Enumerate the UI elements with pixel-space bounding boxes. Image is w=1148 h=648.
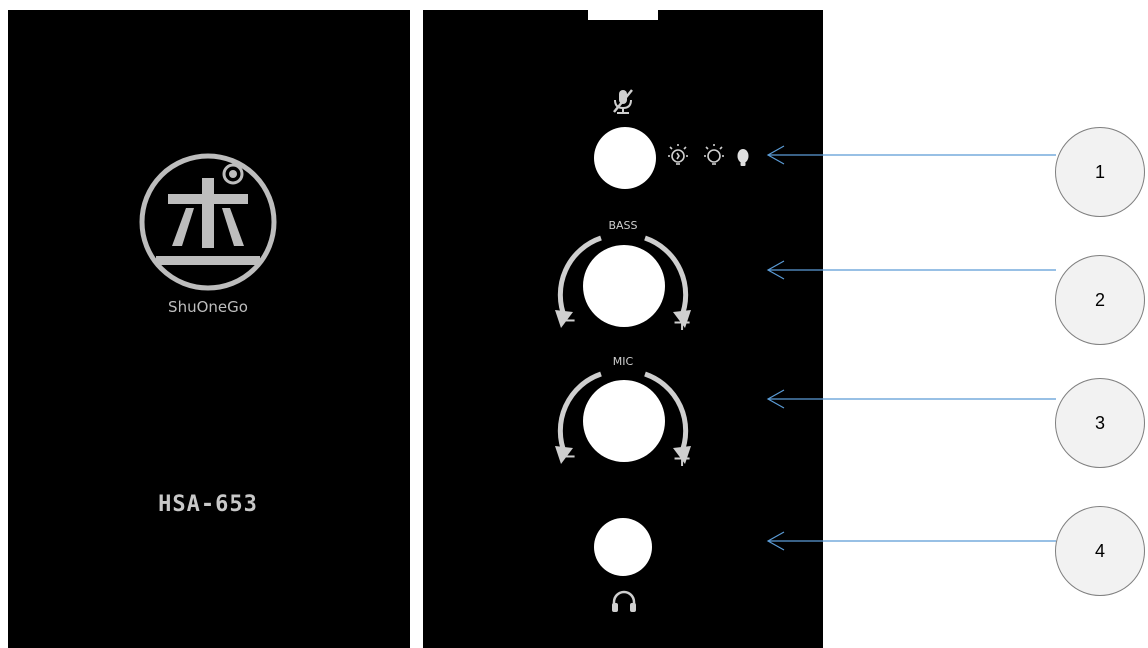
bass-knob[interactable] xyxy=(583,245,665,327)
bulb-flashing-icon xyxy=(668,144,688,165)
headphones-icon xyxy=(612,590,636,612)
shuonego-logo xyxy=(139,153,277,291)
bass-minus-label: − xyxy=(556,306,578,334)
mic-knob[interactable] xyxy=(583,380,665,462)
front-panel: ShuOneGo HSA-653 xyxy=(8,10,410,648)
bass-plus-label: + xyxy=(671,308,693,336)
bass-label: BASS xyxy=(608,219,638,232)
model-number: HSA-653 xyxy=(158,492,258,517)
bass-knob-arc xyxy=(555,235,691,328)
mute-button[interactable] xyxy=(594,127,656,189)
led-mode-icons xyxy=(668,144,749,166)
control-panel: BASS − + MIC − + xyxy=(423,10,823,648)
mic-knob-arc xyxy=(555,371,691,464)
bulb-dim-icon xyxy=(704,144,724,165)
callout-1: 1 xyxy=(1055,127,1145,217)
panel-notch xyxy=(588,10,658,20)
mic-label: MIC xyxy=(612,355,634,368)
mic-mute-icon xyxy=(613,89,633,114)
mic-minus-label: − xyxy=(556,442,578,470)
callout-3: 3 xyxy=(1055,378,1145,468)
bulb-solid-icon xyxy=(737,149,749,166)
callout-2: 2 xyxy=(1055,255,1145,345)
brand-name: ShuOneGo xyxy=(168,298,248,316)
headphone-jack[interactable] xyxy=(594,518,652,576)
mic-plus-label: + xyxy=(671,444,693,472)
callout-4: 4 xyxy=(1055,506,1145,596)
